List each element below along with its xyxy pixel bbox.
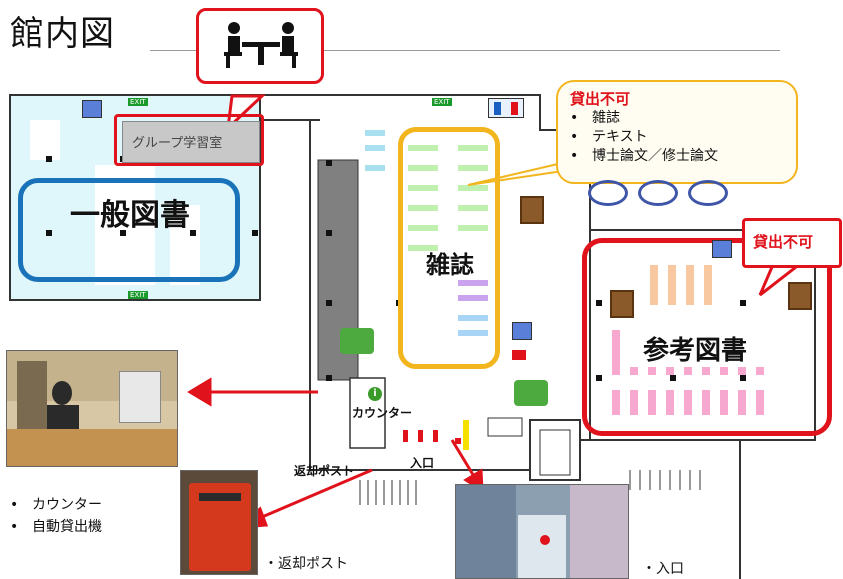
non-lending-item: 雑誌 [570, 109, 784, 128]
decorative-circles [588, 180, 788, 210]
group-study-icon [224, 22, 298, 68]
counter-map-label: カウンター [352, 406, 413, 420]
counter-caption-item: 自動貸出機 [10, 516, 102, 538]
page-title: 館内図 [10, 14, 115, 54]
computer-icon [82, 100, 102, 118]
study-desk-icon [788, 282, 812, 310]
reference-non-lending-title: 貸出不可 [753, 233, 814, 251]
general-books-label: 一般図書 [70, 198, 190, 233]
non-lending-list: 雑誌 テキスト 博士論文／修士論文 [570, 109, 784, 166]
general-books-zone[interactable] [18, 178, 240, 282]
computer-icon [512, 322, 532, 340]
return-post-map-label: 返却ポスト [294, 464, 355, 478]
study-desk-icon [610, 290, 634, 318]
entrance-photo[interactable] [455, 484, 629, 579]
reference-non-lending-callout: 貸出不可 [742, 218, 842, 268]
non-lending-callout: 貸出不可 雑誌 テキスト 博士論文／修士論文 [556, 80, 798, 184]
copier-icon [340, 328, 374, 354]
counter-caption-item: カウンター [10, 494, 102, 516]
copier-icon [514, 380, 548, 406]
return-post-photo[interactable] [180, 470, 258, 575]
exit-sign: EXIT [128, 291, 148, 299]
computer-icon [712, 240, 732, 258]
study-desk-icon [520, 196, 544, 224]
return-post-caption: ・返却ポスト [264, 556, 348, 572]
entrance-caption: ・入口 [642, 561, 684, 577]
non-lending-item: テキスト [570, 128, 784, 147]
group-study-highlight [114, 114, 264, 166]
entrance-map-label: 入口 [410, 456, 435, 470]
magazine-zone[interactable] [398, 127, 500, 369]
non-lending-item: 博士論文／修士論文 [570, 147, 784, 166]
non-lending-title: 貸出不可 [570, 90, 631, 108]
info-icon: i [368, 387, 382, 401]
title-divider [150, 50, 780, 51]
counter-caption-list: カウンター 自動貸出機 [10, 494, 102, 538]
group-study-room[interactable] [122, 121, 260, 163]
reference-books-zone[interactable] [582, 238, 832, 436]
magazine-label: 雑誌 [426, 251, 474, 279]
counter-photo[interactable] [6, 350, 178, 467]
exit-sign: EXIT [128, 98, 148, 106]
exit-sign: EXIT [432, 98, 452, 106]
reference-books-label: 参考図書 [625, 330, 765, 367]
group-study-label: グループ学習室 [132, 136, 223, 151]
restroom-icon [488, 98, 524, 118]
